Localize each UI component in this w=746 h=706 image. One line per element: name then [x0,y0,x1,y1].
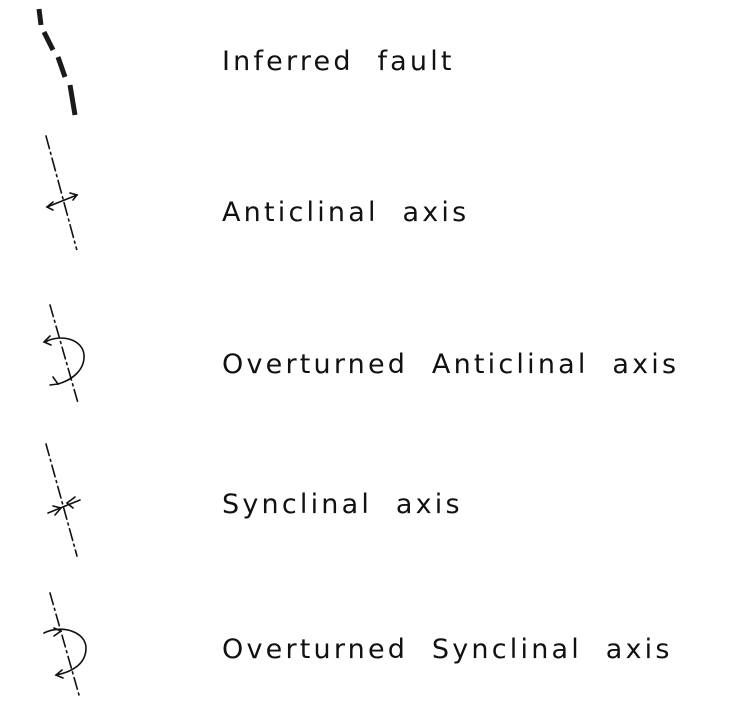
legend-row-synclinal-axis: Synclinal axis [0,440,746,560]
overturned-anticlinal-axis-label: Overturned Anticlinal axis [222,349,680,380]
legend-row-inferred-fault: Inferred fault [0,5,746,125]
synclinal-axis-icon [45,443,81,557]
overturned-anticlinal-axis-symbol [20,285,130,405]
inferred-fault-symbol [20,5,130,125]
overturned-synclinal-axis-symbol [20,580,130,700]
anticlinal-axis-icon [45,135,79,250]
legend-row-overturned-synclinal-axis: Overturned Synclinal axis [0,580,746,700]
legend-row-anticlinal-axis: Anticlinal axis [0,130,746,250]
overturned-synclinal-axis-label: Overturned Synclinal axis [222,634,673,665]
inferred-fault-icon [36,8,78,116]
legend-row-overturned-anticlinal-axis: Overturned Anticlinal axis [0,285,746,405]
overturned-anticlinal-axis-icon [42,304,85,404]
overturned-synclinal-axis-icon [43,592,87,696]
anticlinal-axis-label: Anticlinal axis [222,197,470,228]
synclinal-axis-label: Synclinal axis [222,489,463,520]
anticlinal-axis-symbol [20,130,130,250]
inferred-fault-label: Inferred fault [222,46,455,77]
synclinal-axis-symbol [20,440,130,560]
